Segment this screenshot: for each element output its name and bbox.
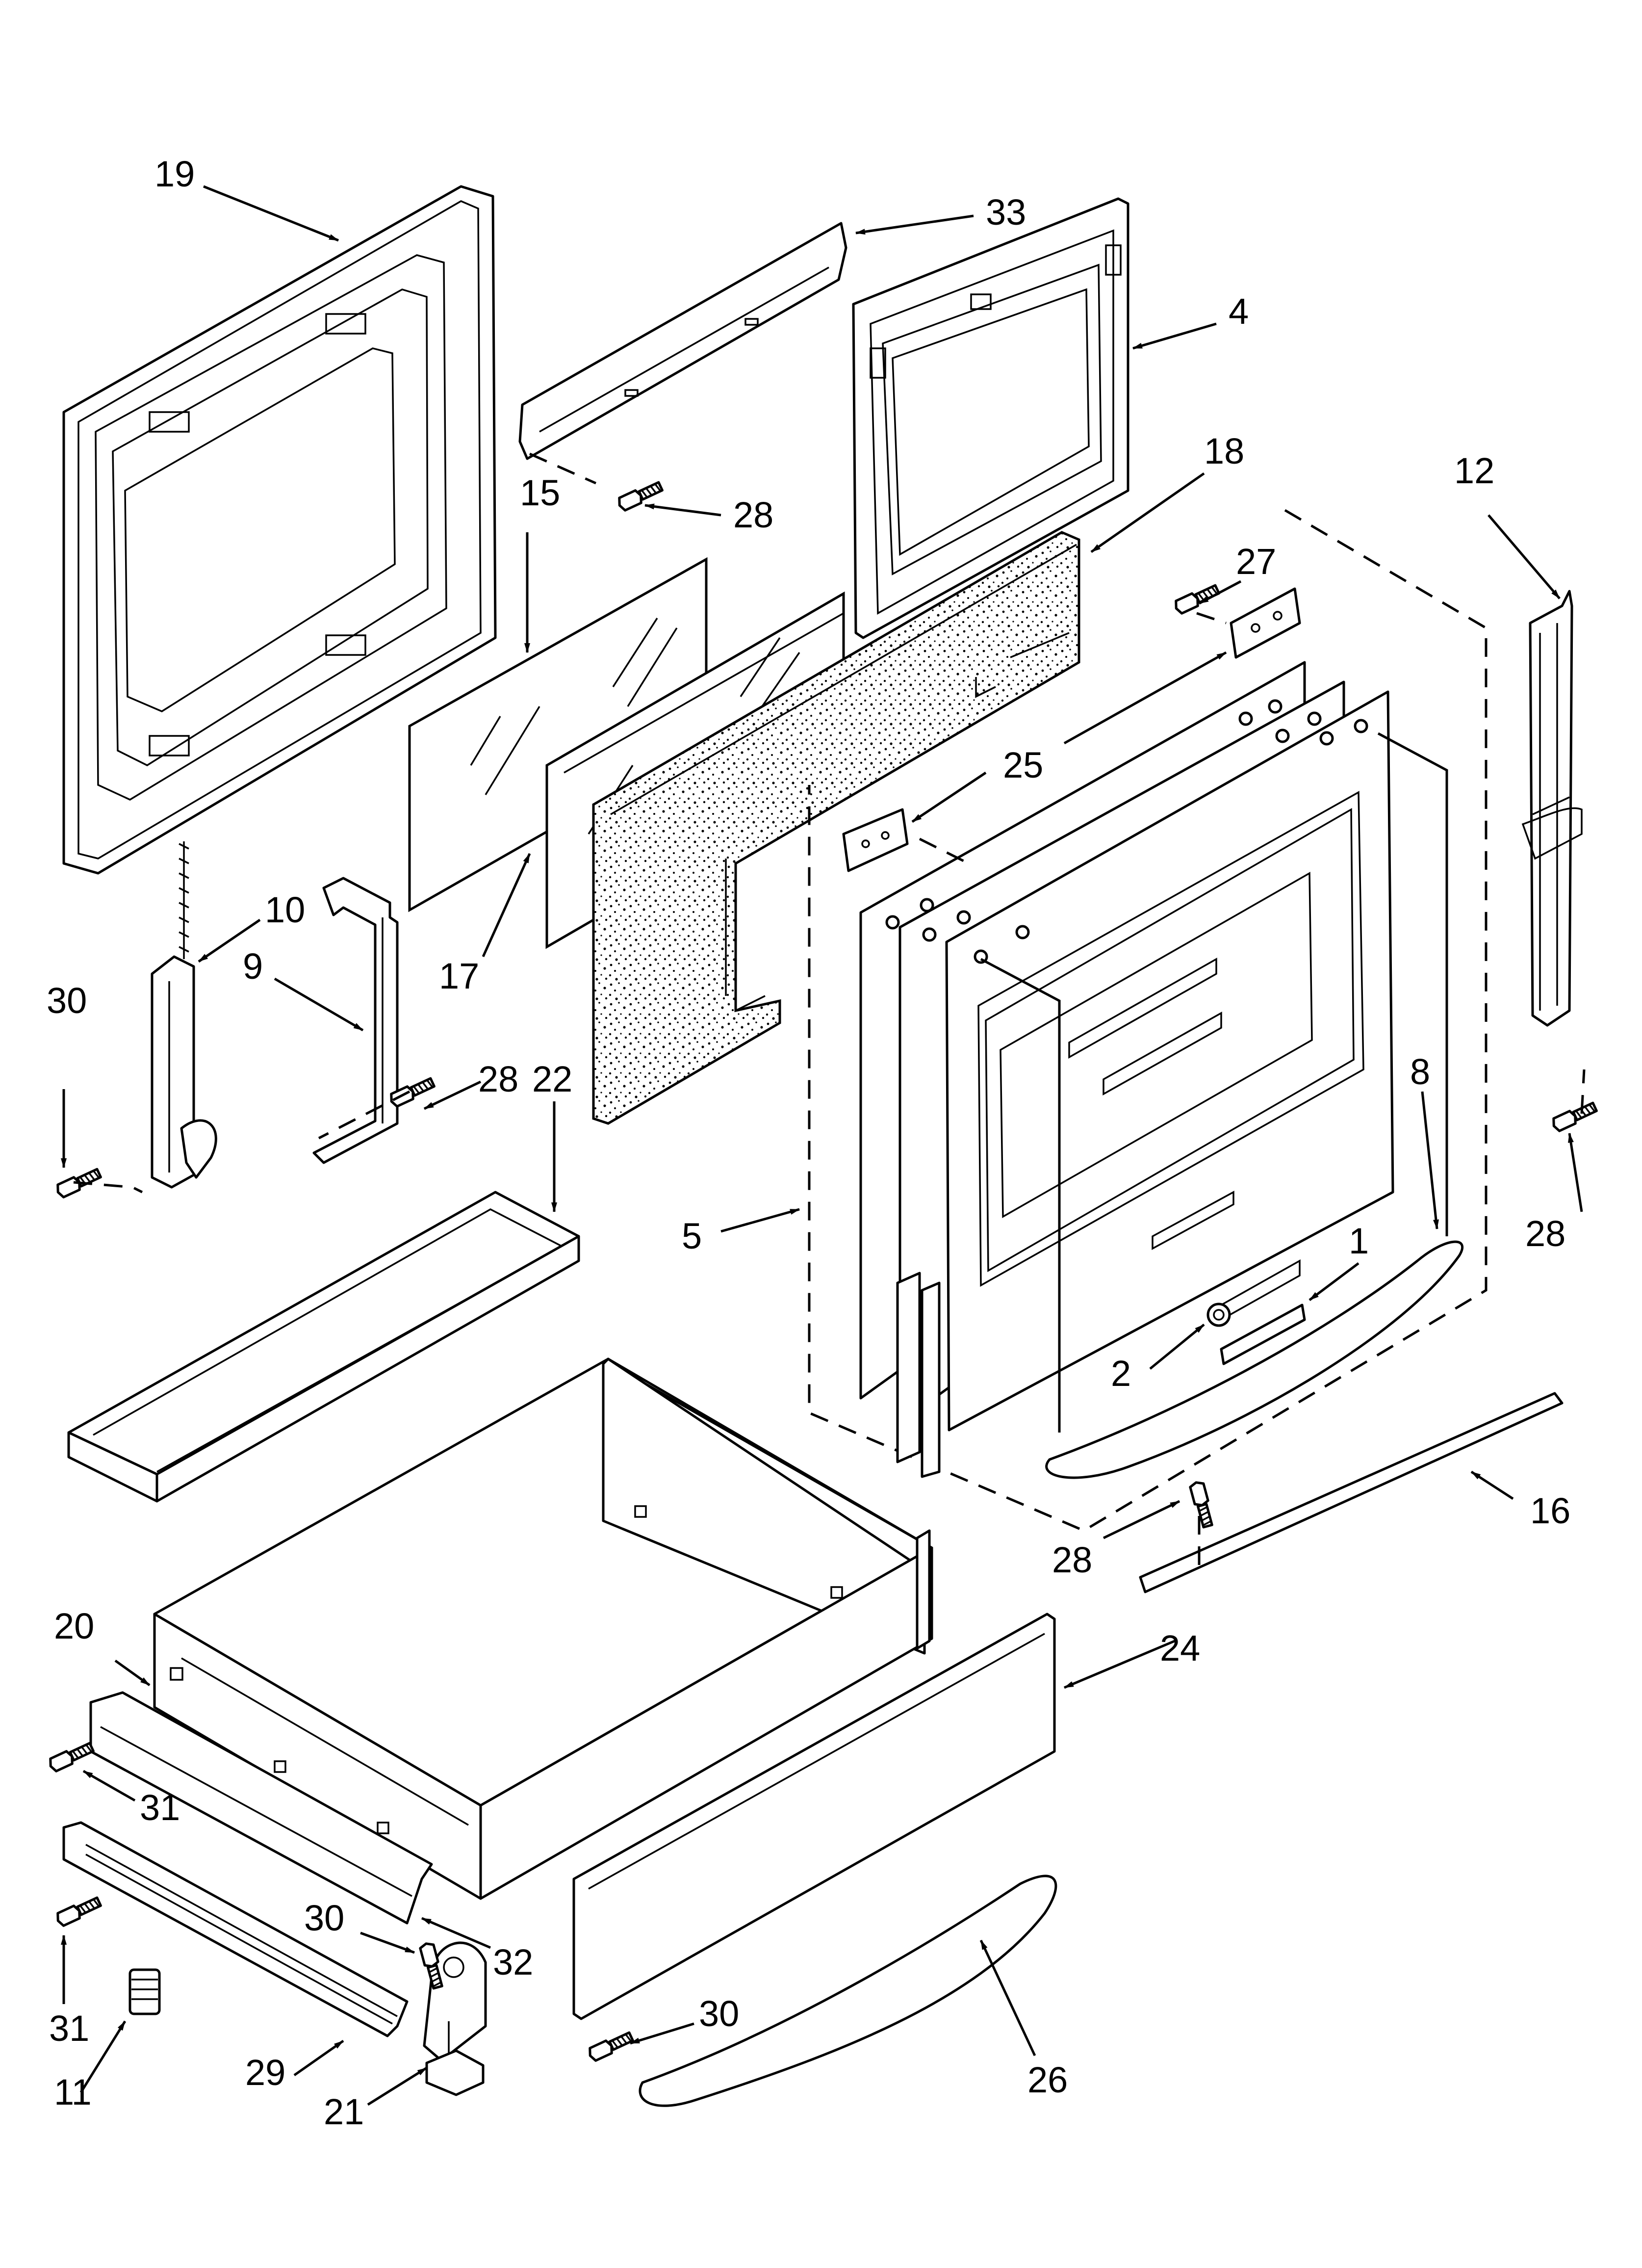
screw-31-upper bbox=[48, 1741, 94, 1773]
callout-30-handle: 30 bbox=[699, 1993, 739, 2034]
callout-28-bottom: 28 bbox=[1052, 1539, 1092, 1580]
callout-18: 18 bbox=[1204, 431, 1244, 471]
callout-1: 1 bbox=[1349, 1221, 1369, 1261]
callout-8: 8 bbox=[1410, 1051, 1430, 1092]
fastener-guide bbox=[73, 452, 1586, 1570]
hinge-rod-left bbox=[980, 958, 1061, 1433]
drawer-rail-lower bbox=[62, 1821, 409, 2037]
storage-drawer bbox=[153, 1357, 933, 1900]
door-handle bbox=[1045, 1240, 1463, 1479]
callout-31-upper: 31 bbox=[140, 1787, 180, 1828]
hinge-rod-right bbox=[1377, 732, 1448, 1236]
door-assembly-boundary bbox=[808, 509, 1488, 1532]
callout-28-right: 28 bbox=[1525, 1213, 1565, 1254]
leveling-foot bbox=[128, 1968, 161, 2015]
callout-20: 20 bbox=[54, 1606, 94, 1646]
callout-9: 9 bbox=[243, 946, 263, 987]
screw-27 bbox=[1173, 583, 1220, 615]
leader-lines bbox=[61, 185, 1583, 2106]
callout-30-left: 30 bbox=[47, 980, 87, 1021]
callout-19: 19 bbox=[154, 154, 195, 194]
callout-5: 5 bbox=[682, 1216, 702, 1256]
callout-33: 33 bbox=[986, 192, 1026, 233]
screw-28-right bbox=[1551, 1101, 1597, 1132]
callout-12: 12 bbox=[1454, 450, 1494, 491]
outer-door-panel bbox=[62, 185, 497, 875]
callout-22: 22 bbox=[532, 1059, 572, 1099]
callout-25: 25 bbox=[1003, 745, 1043, 785]
callout-29: 29 bbox=[245, 2052, 285, 2093]
drawer-front-panel bbox=[572, 1613, 1056, 2020]
screw-30-handle bbox=[587, 2031, 634, 2062]
top-trim-strip bbox=[518, 222, 847, 460]
bottom-trim-strip bbox=[1139, 1392, 1564, 1593]
callout-16: 16 bbox=[1530, 1490, 1570, 1531]
screw-28-bottom bbox=[1189, 1481, 1214, 1528]
screw-31-lower bbox=[55, 1896, 102, 1927]
broiler-tray bbox=[67, 1191, 580, 1503]
callout-27: 27 bbox=[1236, 541, 1276, 582]
handle-trim-plate bbox=[1220, 1303, 1306, 1365]
side-hinge-bar bbox=[1521, 590, 1583, 1027]
callout-10: 10 bbox=[265, 889, 305, 930]
drawer-handle bbox=[639, 1875, 1057, 2107]
handle-bolt bbox=[1206, 1303, 1231, 1327]
callout-31-lower: 31 bbox=[49, 2008, 89, 2049]
callout-21: 21 bbox=[324, 2091, 364, 2132]
callout-28-top: 28 bbox=[733, 495, 773, 535]
callout-11: 11 bbox=[54, 2072, 92, 2112]
door-hinge-bracket bbox=[312, 877, 399, 1164]
callout-24: 24 bbox=[1160, 1628, 1200, 1668]
callout-4: 4 bbox=[1229, 291, 1249, 332]
callout-30-rail: 30 bbox=[304, 1898, 344, 1938]
callout-26: 26 bbox=[1027, 2059, 1068, 2100]
callout-32: 32 bbox=[493, 1942, 533, 1982]
hinge-bracket-lower bbox=[842, 808, 909, 872]
callout-15: 15 bbox=[520, 472, 560, 513]
door-spring-rod bbox=[151, 841, 217, 1189]
hinge-bracket-upper bbox=[1230, 587, 1301, 659]
callout-2: 2 bbox=[1111, 1353, 1131, 1394]
insulation-pad bbox=[592, 531, 1080, 1125]
callout-28-mid: 28 bbox=[478, 1059, 518, 1099]
callout-17: 17 bbox=[439, 956, 479, 996]
door-side-strip bbox=[896, 1272, 941, 1478]
callout-labels: 19 33 4 15 28 18 12 27 25 10 9 30 17 28 … bbox=[47, 154, 1570, 2132]
inner-door-frame bbox=[852, 197, 1129, 639]
